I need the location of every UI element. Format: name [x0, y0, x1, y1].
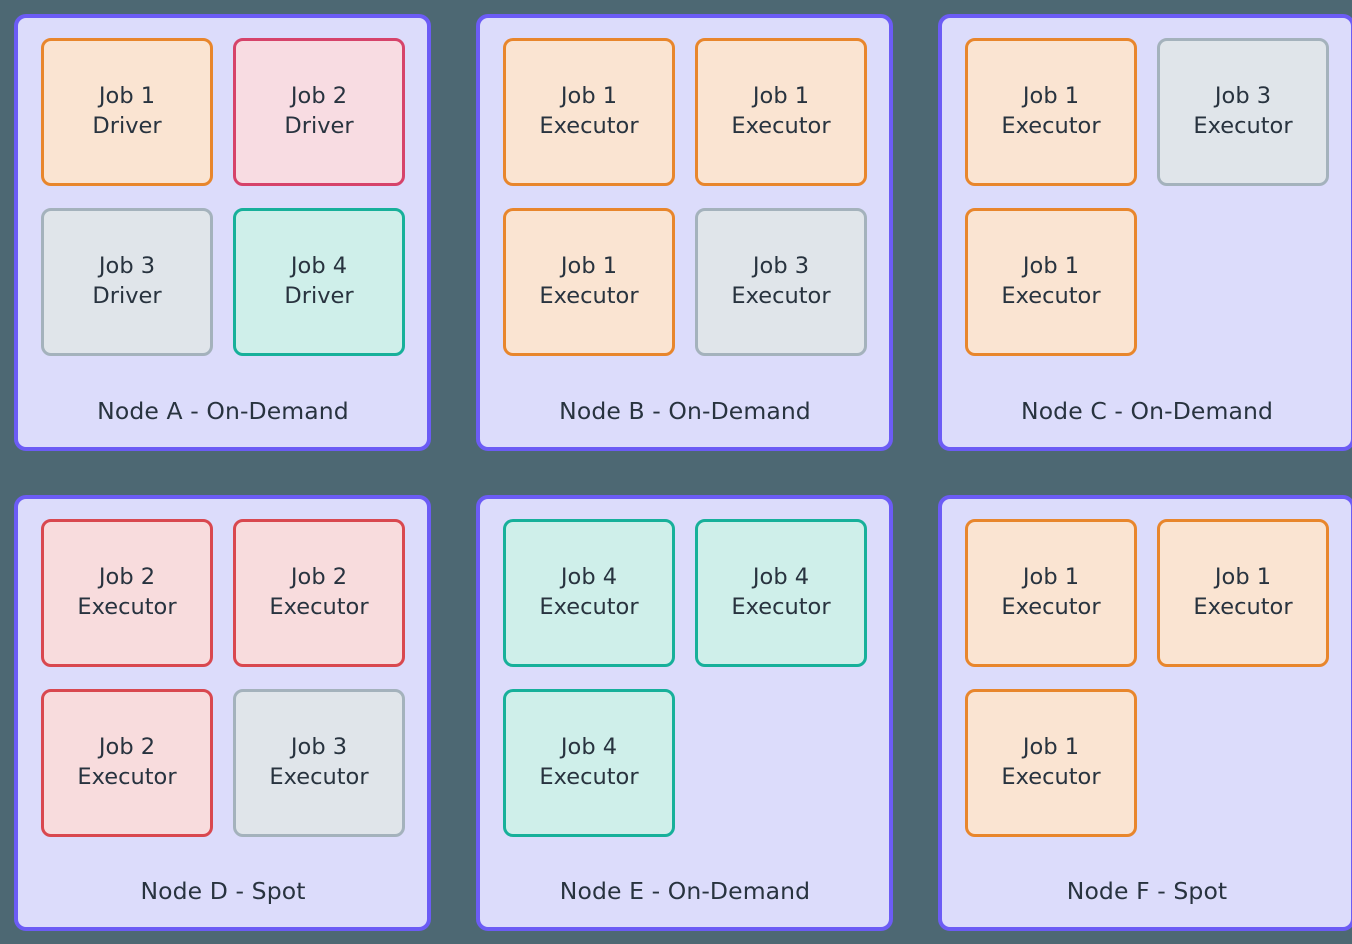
job-role-label: Executor — [731, 113, 831, 139]
job-role-label: Executor — [539, 283, 639, 309]
node-label: Node C - On-Demand — [1021, 396, 1273, 425]
job-role-label: Executor — [269, 763, 369, 790]
node-label: Node E - On-Demand — [559, 877, 811, 905]
node-label: Node F - Spot — [1066, 877, 1228, 905]
node-label: Node A - On-Demand — [97, 396, 349, 425]
job-name-label: Job 3 — [290, 733, 348, 760]
job-name-label: Job 4 — [560, 563, 618, 590]
empty-slot — [1157, 208, 1329, 356]
job-slot[interactable]: Job 4 Executor — [503, 518, 675, 667]
job-role-label: Executor — [77, 593, 177, 620]
job-slot[interactable]: Job 2 Executor — [233, 518, 405, 667]
job-name-label: Job 3 — [752, 253, 810, 280]
job-name-label: Job 1 — [1022, 253, 1080, 280]
job-role-label: Executor — [1193, 113, 1293, 139]
job-name-label: Job 1 — [560, 253, 618, 280]
job-name-label: Job 2 — [290, 83, 348, 110]
node-label: Node D - Spot — [140, 877, 306, 905]
job-slot[interactable]: Job 1 Executor — [1157, 518, 1329, 667]
job-role-label: Executor — [1001, 763, 1101, 790]
job-name-label: Job 1 — [752, 83, 810, 110]
job-name-label: Job 1 — [1022, 563, 1080, 590]
node-label: Node B - On-Demand — [559, 396, 811, 425]
job-name-label: Job 4 — [752, 563, 810, 590]
job-slot[interactable]: Job 1 Executor — [965, 208, 1137, 356]
job-slot[interactable]: Job 1 Executor — [965, 518, 1137, 667]
job-name-label: Job 4 — [560, 733, 618, 760]
job-slot[interactable]: Job 1 Executor — [695, 38, 867, 186]
job-role-label: Driver — [92, 283, 162, 309]
job-role-label: Executor — [77, 763, 177, 790]
job-slot[interactable]: Job 3 Executor — [1157, 38, 1329, 186]
job-slot[interactable]: Job 2 Executor — [41, 518, 213, 667]
job-role-label: Executor — [539, 593, 639, 620]
job-name-label: Job 1 — [1022, 83, 1080, 110]
job-name-label: Job 2 — [98, 733, 156, 760]
job-slot[interactable]: Job 1 Executor — [965, 38, 1137, 186]
job-name-label: Job 3 — [1214, 83, 1272, 110]
job-slot[interactable]: Job 3 Executor — [695, 208, 867, 356]
job-role-label: Executor — [1001, 593, 1101, 620]
job-slot[interactable]: Job 3 Executor — [233, 688, 405, 837]
job-name-label: Job 1 — [560, 83, 618, 110]
job-role-label: Driver — [284, 113, 354, 139]
job-slot[interactable]: Job 2 Executor — [41, 688, 213, 837]
empty-slot — [1157, 689, 1329, 837]
job-role-label: Driver — [284, 283, 354, 309]
job-name-label: Job 1 — [1022, 733, 1080, 760]
job-slot[interactable]: Job 4 Driver — [233, 208, 405, 356]
job-slot[interactable]: Job 4 Executor — [503, 688, 675, 837]
job-slot[interactable]: Job 1 Executor — [965, 688, 1137, 837]
job-slot[interactable]: Job 1 Executor — [503, 38, 675, 186]
job-role-label: Executor — [1001, 283, 1101, 309]
job-name-label: Job 3 — [98, 253, 156, 280]
job-slot[interactable]: Job 1 Executor — [503, 208, 675, 356]
job-role-label: Executor — [731, 593, 831, 620]
job-slot[interactable]: Job 3 Driver — [41, 208, 213, 356]
job-slot[interactable]: Job 2 Driver — [233, 38, 405, 186]
job-role-label: Executor — [539, 763, 639, 790]
job-name-label: Job 4 — [290, 253, 348, 280]
job-name-label: Job 1 — [98, 83, 156, 110]
job-role-label: Executor — [1193, 593, 1293, 620]
job-role-label: Executor — [731, 283, 831, 309]
job-name-label: Job 2 — [290, 563, 348, 590]
job-slot[interactable]: Job 4 Executor — [695, 518, 867, 667]
empty-slot — [695, 689, 867, 837]
job-name-label: Job 2 — [98, 563, 156, 590]
job-role-label: Executor — [269, 593, 369, 620]
job-role-label: Driver — [92, 113, 162, 139]
job-role-label: Executor — [539, 113, 639, 139]
job-role-label: Executor — [1001, 113, 1101, 139]
job-name-label: Job 1 — [1214, 563, 1272, 590]
job-slot[interactable]: Job 1 Driver — [41, 38, 213, 186]
